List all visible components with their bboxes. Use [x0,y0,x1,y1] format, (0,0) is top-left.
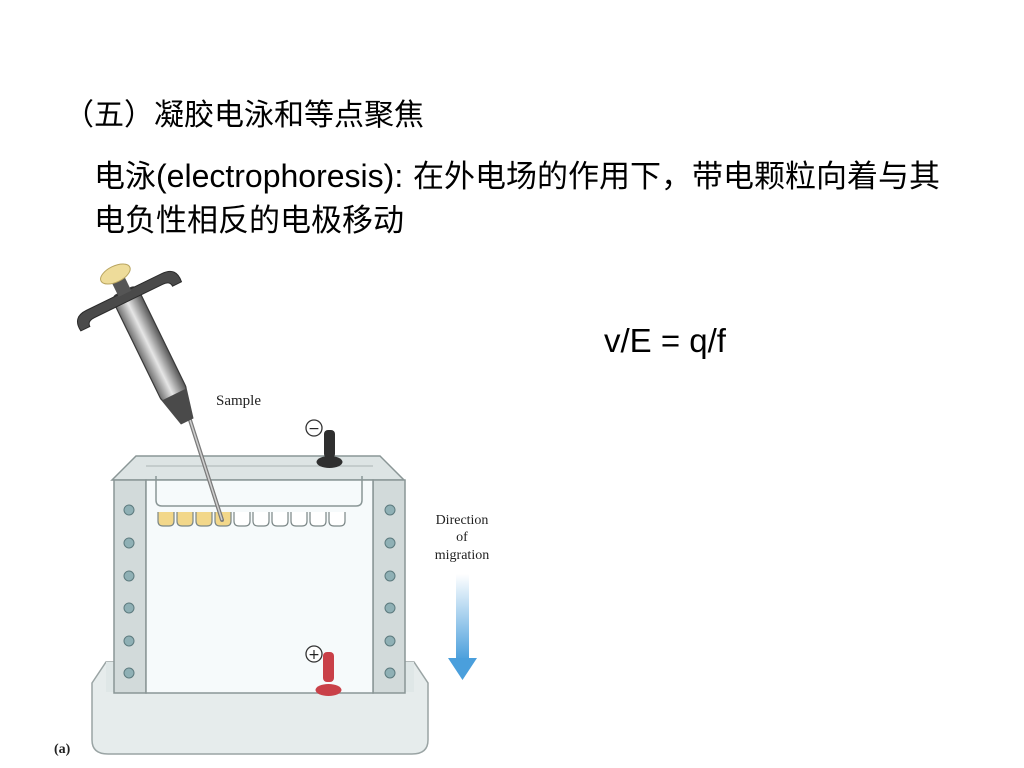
slide-heading: （五）凝胶电泳和等点聚焦 [64,98,424,133]
cathode-electrode [316,430,343,468]
anode-electrode [315,652,342,696]
upper-buffer-chamber [155,476,363,507]
definition-text: 电泳(electrophoresis): 在外电场的作用下，带电颗粒向着与其电负… [94,154,954,243]
gel-slab [145,479,374,694]
direction-label-line1: Direction [436,513,489,528]
definition-rest: 在外电场的作用下，带电颗粒向着与其电负性相反的电极移动 [94,159,941,239]
migration-arrow [448,574,477,680]
panel-label: (a) [54,742,71,757]
pipette [76,263,224,522]
frame-bolts [123,504,396,679]
anode-symbol-ring [305,645,323,663]
gel-frame-left [113,479,147,694]
sample-wells [157,512,346,527]
sample-label: Sample [216,393,261,409]
formula: v/E = q/f [604,322,726,359]
direction-label-line2: of [456,530,468,545]
cathode-symbol: − [308,421,320,437]
electrophoresis-figure: − + Sample Direction of migration (a) [54,263,489,757]
definition-lead: 电泳 [94,159,156,195]
cathode-symbol-ring [305,419,323,437]
direction-label-line3: migration [435,548,489,563]
anode-symbol: + [308,647,320,663]
definition-term: (electrophoresis): [156,158,404,194]
